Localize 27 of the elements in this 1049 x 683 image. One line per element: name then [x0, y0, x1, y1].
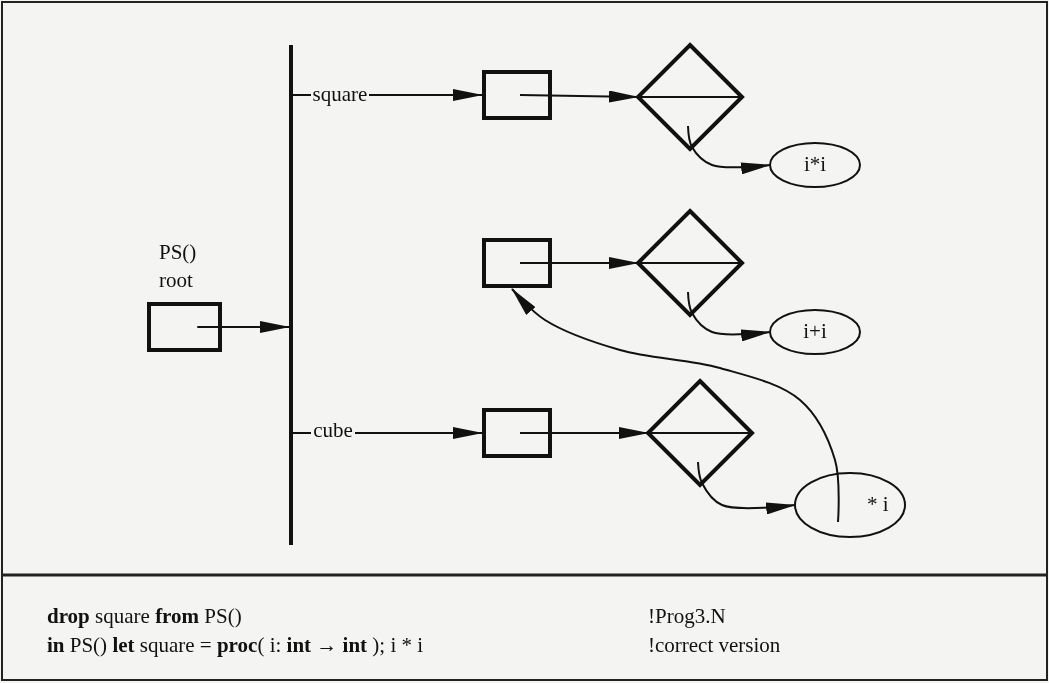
ellipse-node: [769, 309, 861, 355]
node-subheading: root: [159, 268, 193, 294]
vertical-bar: [289, 45, 293, 545]
pointer-box: [482, 70, 552, 120]
arrow: [687, 125, 771, 175]
pointer-box: [482, 238, 552, 288]
node-heading: PS(): [159, 240, 197, 266]
code-line: drop square from PS(): [47, 604, 242, 630]
arrow: [687, 291, 771, 342]
ellipse-node: [769, 142, 861, 188]
split-diamond: [636, 43, 744, 151]
arrow: [697, 461, 796, 515]
expression-label: * i: [867, 492, 889, 518]
split-diamond: [646, 379, 754, 487]
code-comment: !correct version: [648, 633, 781, 659]
split-diamond: [636, 209, 744, 317]
expression-label: i*i: [803, 152, 827, 178]
pointer-box: [482, 408, 552, 458]
arrow: [511, 288, 840, 523]
arrow: [519, 90, 639, 103]
expression-label: i+i: [803, 319, 827, 345]
arrow: [519, 427, 649, 439]
code-comment: !Prog3.N: [648, 604, 726, 630]
arrow: [196, 321, 290, 333]
code-line: in PS() let square = proc( i: int → int ); i * i: [47, 633, 424, 659]
ellipse-node: [794, 472, 906, 538]
arrow: [519, 257, 639, 269]
